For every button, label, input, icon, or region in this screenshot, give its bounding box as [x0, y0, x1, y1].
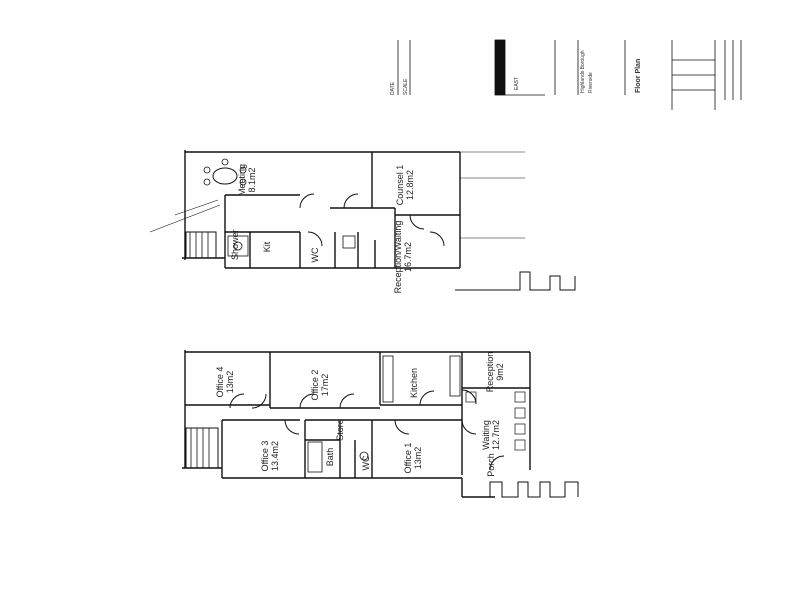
room-label-upper-wc: WC [310, 247, 320, 263]
title-block-date: DATE [390, 82, 396, 95]
room-label-kit: Kit [262, 241, 272, 253]
upper-floor-plan [149, 150, 576, 291]
room-label-bath: Bath [325, 447, 335, 467]
room-label-shower: Shower [230, 229, 240, 260]
project-name-line-2: Riverside [588, 72, 594, 93]
logo-line-1: SOUTH [507, 72, 513, 91]
drawing-title: Floor Plan [635, 58, 642, 93]
lower-floor-plan [182, 350, 579, 498]
room-label-kitchen: Kitchen [409, 367, 419, 399]
project-name-line-1: Highlands Borough [580, 50, 586, 93]
room-label-porch: Porch [486, 453, 496, 477]
title-block-scale: SCALE [403, 78, 409, 95]
logo-line-2: EAST [514, 76, 520, 90]
room-label-lower-wc: WC [361, 455, 371, 471]
room-label-store: Store [335, 419, 345, 441]
title-block-graphics [397, 39, 742, 110]
